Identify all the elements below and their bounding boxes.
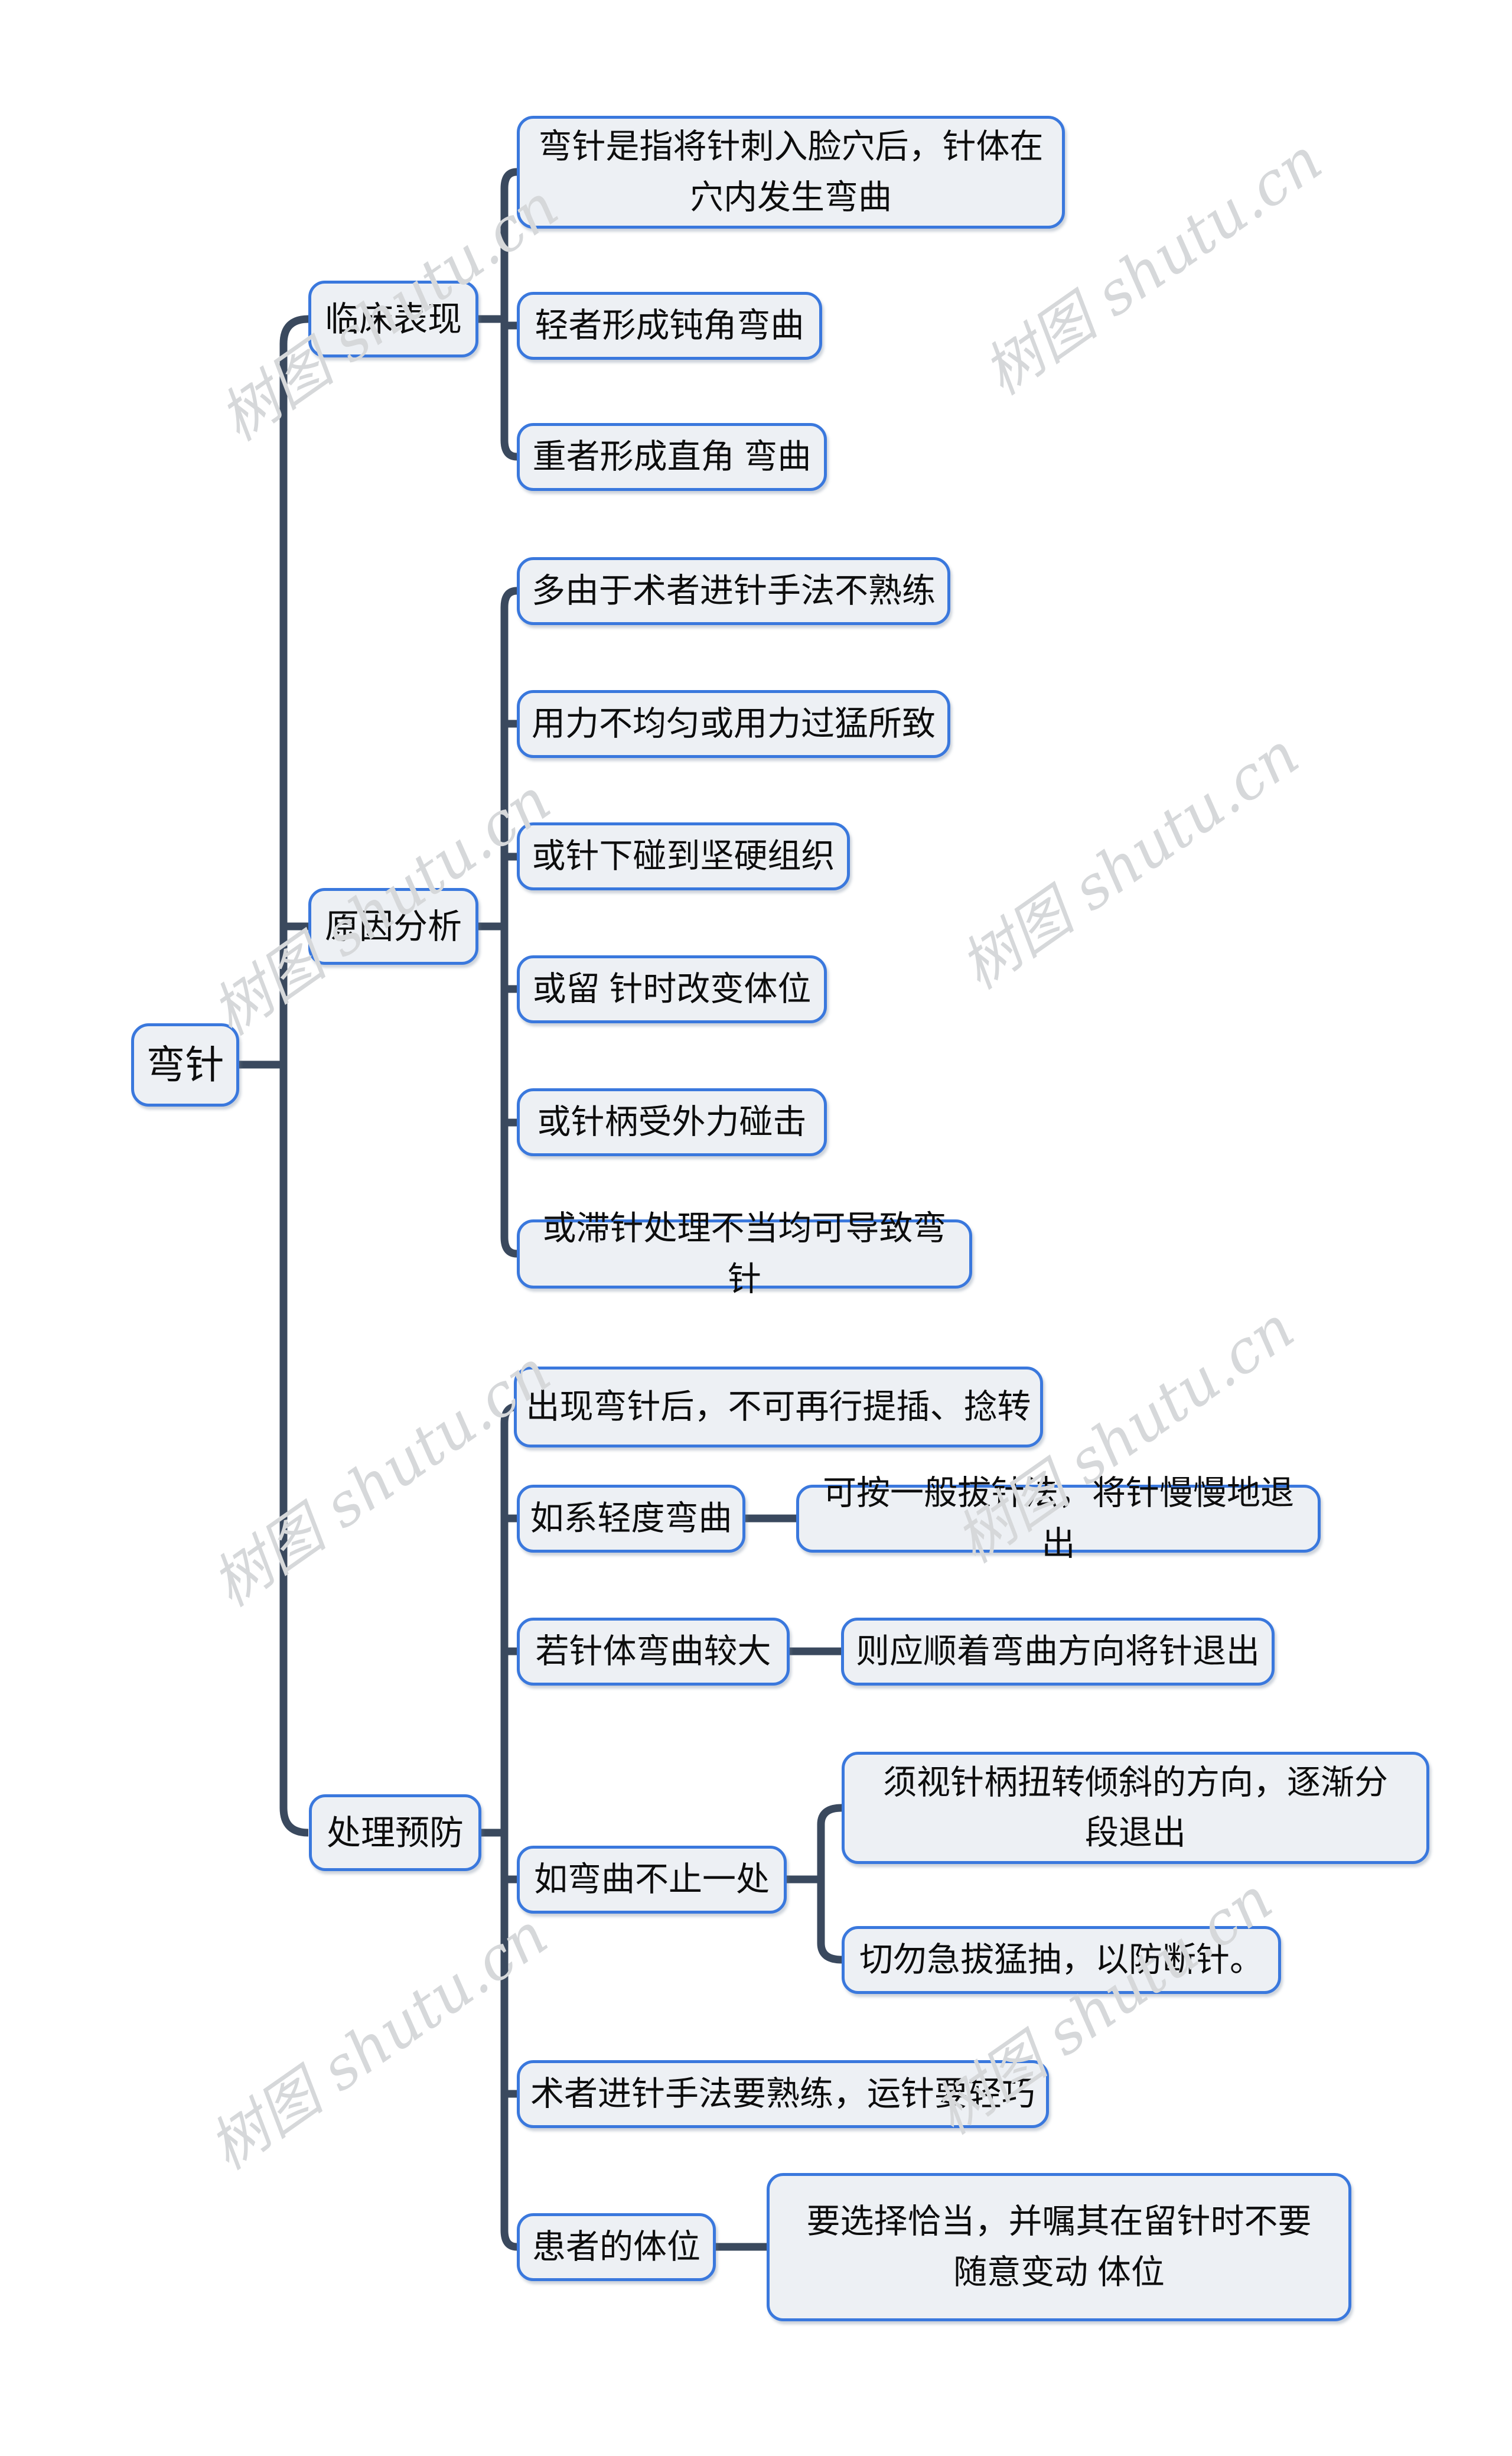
branch-clinical-manifestation[interactable]: 临床表现 — [308, 281, 478, 357]
leaf-obtuse-bend[interactable]: 轻者形成钝角弯曲 — [517, 292, 822, 360]
leaf-mild-bend[interactable]: 如系轻度弯曲 — [517, 1485, 745, 1553]
leaf-large-bend-method[interactable]: 则应顺着弯曲方向将针退出 — [841, 1618, 1275, 1686]
leaf-cause-stuck-needle[interactable]: 或滞针处理不当均可导致弯针 — [517, 1209, 972, 1298]
cause-children-trunk — [500, 587, 517, 1258]
leaf-cause-hard-tissue[interactable]: 或针下碰到坚硬组织 — [517, 822, 850, 890]
branch-cause-analysis[interactable]: 原因分析 — [308, 888, 478, 965]
leaf-cause-posture-change[interactable]: 或留 针时改变体位 — [517, 955, 827, 1023]
leaf-mild-bend-method[interactable]: 可按一般拔针法，将针慢慢地退出 — [796, 1474, 1321, 1563]
cause-children-stubs — [478, 720, 517, 1127]
leaf-skilled-technique[interactable]: 术者进针手法要熟练，运针要轻巧 — [517, 2060, 1049, 2128]
leaf-cause-unskilled[interactable]: 多由于术者进针手法不熟练 — [517, 557, 950, 625]
clinical-children-stubs — [478, 315, 517, 330]
leaf-large-bend[interactable]: 若针体弯曲较大 — [517, 1618, 790, 1686]
treat-children-stubs — [481, 1514, 517, 2098]
leaf-definition[interactable]: 弯针是指将针刺入脸穴后，针体在 穴内发生弯曲 — [517, 116, 1065, 229]
branch-treatment-prevention[interactable]: 处理预防 — [309, 1794, 481, 1871]
leaf-multiple-bends[interactable]: 如弯曲不止一处 — [517, 1846, 787, 1914]
treat-children-trunk — [500, 1403, 517, 2251]
leaf-cause-external-impact[interactable]: 或针柄受外力碰击 — [517, 1088, 827, 1156]
leaf-no-rapid-pull[interactable]: 切勿急拔猛抽，以防断针。 — [842, 1926, 1281, 1994]
leaf-multiple-bends-method[interactable]: 须视针柄扭转倾斜的方向，逐渐分 段退出 — [842, 1752, 1429, 1864]
multibend-children-trunk — [817, 1804, 842, 1964]
leaf-cause-uneven-force[interactable]: 用力不均匀或用力过猛所致 — [517, 690, 950, 758]
leaf-patient-posture-advice[interactable]: 要选择恰当，并嘱其在留针时不要 随意变动 体位 — [767, 2173, 1351, 2321]
direct-connectors — [716, 1514, 841, 2251]
main-trunk — [279, 315, 309, 1837]
clinical-children-trunk — [500, 168, 517, 461]
leaf-no-lift-twist[interactable]: 出现弯针后，不可再行提插、捻转 — [514, 1367, 1043, 1447]
leaf-right-angle-bend[interactable]: 重者形成直角 弯曲 — [517, 423, 827, 491]
leaf-patient-posture[interactable]: 患者的体位 — [517, 2213, 716, 2281]
root-node[interactable]: 弯针 — [131, 1023, 239, 1107]
